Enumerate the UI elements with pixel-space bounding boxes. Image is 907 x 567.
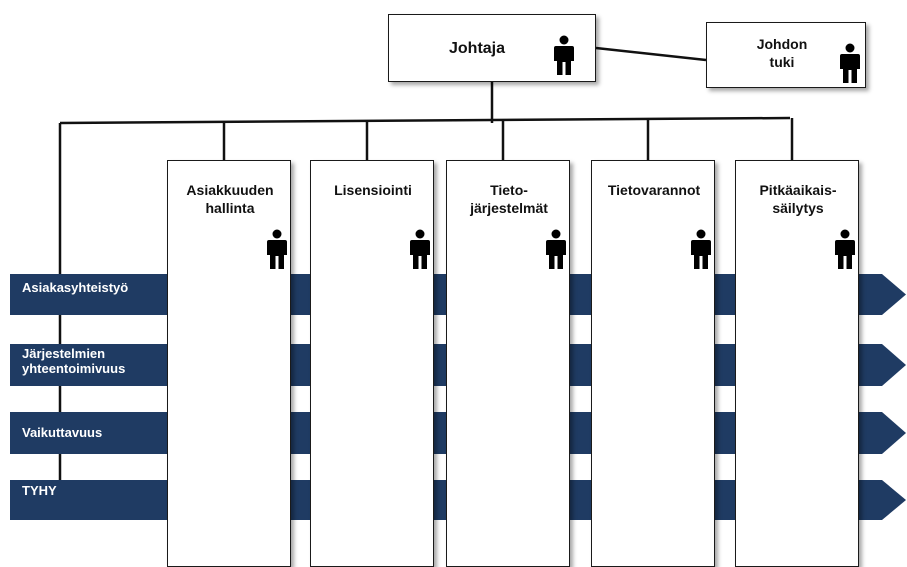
band-label-line: yhteentoimivuus (22, 361, 126, 376)
column-title-line: Tieto- (490, 182, 528, 198)
column-title: Pitkäaikais-säilytys (736, 181, 860, 217)
column-title-line: Pitkäaikais- (759, 182, 837, 198)
person-icon (840, 43, 860, 83)
band-label-line: Järjestelmien (22, 346, 106, 361)
column-title: Tieto-järjestelmät (447, 181, 571, 217)
band-label-line: Vaikuttavuus (22, 425, 103, 440)
column-title: Lisensiointi (311, 181, 435, 199)
person-icon (546, 229, 566, 269)
person-icon (267, 229, 287, 269)
column-box-5: Pitkäaikais-säilytys (735, 160, 859, 567)
column-box-4: Tietovarannot (591, 160, 715, 567)
support-title: Johdon tuki (737, 35, 827, 71)
person-icon (554, 35, 574, 75)
person-icon (410, 229, 430, 269)
band-label-line: TYHY (22, 483, 57, 498)
horizontal-bus (59, 116, 791, 125)
column-box-3: Tieto-järjestelmät (446, 160, 570, 567)
person-icon (691, 229, 711, 269)
support-title-line1: Johdon (756, 36, 808, 52)
column-title-line: Tietovarannot (607, 182, 701, 198)
person-icon (835, 229, 855, 269)
support-connector (595, 46, 707, 62)
column-title-line: järjestelmät (470, 200, 548, 216)
column-box-2: Lisensiointi (310, 160, 434, 567)
band-label-line: Asiakasyhteistyö (22, 280, 129, 295)
band-label: TYHY (22, 483, 57, 498)
column-title-line: säilytys (772, 200, 824, 216)
column-title-line: Lisensiointi (334, 182, 412, 198)
band-label: Vaikuttavuus (22, 425, 102, 440)
column-title-line: Asiakkuuden (186, 182, 274, 198)
column-title: Asiakkuuden hallinta (168, 181, 292, 217)
column-title: Tietovarannot (592, 181, 716, 199)
column-title-line: hallinta (205, 200, 255, 216)
column-box-1: Asiakkuuden hallinta (167, 160, 291, 567)
leader-box: Johtaja (388, 14, 596, 82)
leader-title: Johtaja (449, 40, 506, 57)
band-label: Asiakasyhteistyö (22, 280, 128, 295)
support-title-line2: tuki (769, 54, 795, 70)
support-box: Johdon tuki (706, 22, 866, 88)
